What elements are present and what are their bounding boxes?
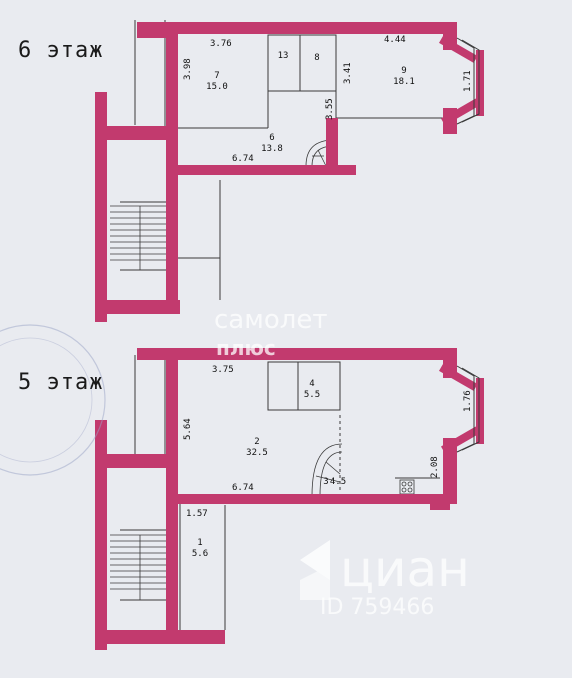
dimension-label: 5.64 [183,418,193,440]
dimension-label: 3.41 [343,62,353,84]
dimension-label: 4.44 [384,35,406,45]
room-area: 18.1 [393,77,415,87]
floor-6-plan: 3.76 3.98 4.44 3.41 1.71 3.55 6.74 7 15.… [95,20,484,322]
dimension-label: 3.75 [212,365,234,375]
stove-icon [399,479,415,495]
floor-5-plan: 3.75 5.64 1.76 6.74 2.08 1.57 4 5.5 2 32… [95,348,484,650]
room-area: 13.8 [261,144,283,154]
room-area: 4.5 [330,477,346,487]
room-area: 5.5 [304,390,320,400]
room-number: 1 [197,538,202,548]
dimension-label: 6.74 [232,483,254,493]
room-number: 4 [309,379,314,389]
dimension-label: 1.57 [186,509,208,519]
dimension-label: 3.98 [183,58,193,80]
dimension-label: 1.76 [463,390,473,412]
stairwell-steps-5 [110,534,168,600]
bathroom-outline [267,361,341,411]
spiral-stair-5 [311,443,343,497]
room-number: 8 [314,53,319,63]
dimension-label: 1.71 [463,70,473,92]
room-number: 2 [254,437,259,447]
room-number: 7 [214,71,219,81]
room-number: 6 [269,133,274,143]
walls-5 [95,348,484,650]
stamp-mark [0,324,106,476]
watermark-samolet: самолет [214,305,328,335]
room-area: 15.0 [206,82,228,92]
watermark-plus: плюс [216,336,276,360]
stairwell-steps-6 [110,205,168,270]
watermark-cian-id: ID 759466 [320,595,435,620]
dimension-label: 3.76 [210,39,232,49]
room-number: 13 [278,51,289,61]
dimension-label: 2.08 [430,456,440,478]
room-area: 5.6 [192,549,208,559]
room-area: 32.5 [246,448,268,458]
walls-6 [95,22,484,322]
floor-5-label: 5 этаж [18,370,104,395]
dimension-label: 6.74 [232,154,254,164]
cian-logo-icon [300,540,330,600]
watermark-cian: циан [340,540,470,598]
room-number: 3 [323,477,328,487]
dimension-label: 3.55 [325,98,335,120]
floor-6-label: 6 этаж [18,38,104,63]
room-number: 9 [401,66,406,76]
bathroom-outline [267,34,337,92]
